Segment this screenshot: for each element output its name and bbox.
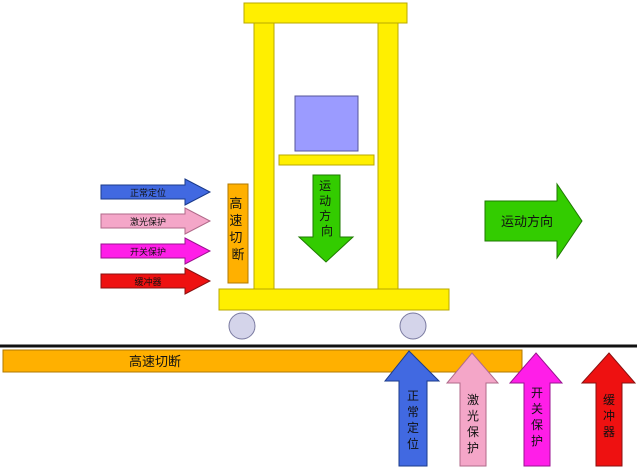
direction-indicator: 运动方向 — [484, 182, 583, 260]
sensor-label-buffer: 缓冲器 — [603, 393, 615, 439]
sensor-laser-protection: 激光保护 — [445, 352, 500, 467]
wheel-right — [399, 312, 427, 340]
cutoff-bar-horizontal — [2, 349, 523, 373]
legend-label-switch-protection: 开关保护 — [130, 246, 166, 258]
cutoff-bar-vertical — [227, 183, 249, 284]
legend-label-laser-protection: 激光保护 — [130, 216, 166, 228]
legend-arrow-laser-protection — [100, 207, 212, 235]
sensor-arrows: 正常定位 激光保护 开关保护 缓冲器 — [383, 350, 637, 467]
legend-item-switch-protection: 开关保护 — [100, 237, 212, 265]
frame-base — [218, 288, 450, 311]
inner-direction-label: 运 动 方 向 — [319, 179, 335, 238]
sensor-normal-positioning: 正常定位 — [383, 350, 441, 467]
direction-arrow — [484, 182, 583, 260]
legend-label-buffer: 缓冲器 — [134, 276, 161, 288]
sensor-switch-protection: 开关保护 — [508, 352, 564, 467]
legend-arrow-switch-protection — [100, 237, 212, 265]
legend-item-normal-positioning: 正常定位 — [100, 178, 212, 206]
legend-item-buffer: 缓冲器 — [100, 267, 212, 295]
sensor-arrow-normal-positioning — [383, 350, 441, 467]
legend: 正常定位 激光保护 开关保护 缓冲器 — [100, 178, 212, 295]
sensor-label-laser-protection: 激光保护 — [467, 393, 479, 455]
cargo-box — [294, 95, 359, 152]
legend-item-laser-protection: 激光保护 — [100, 207, 212, 235]
frame-right-post — [377, 22, 399, 292]
cutoff-label-horizontal: 高速切断 — [129, 354, 181, 370]
sensor-arrow-laser-protection — [445, 352, 500, 467]
sensor-arrow-switch-protection — [508, 352, 564, 467]
legend-label-normal-positioning: 正常定位 — [130, 187, 166, 199]
legend-arrow-normal-positioning — [100, 178, 212, 206]
inner-direction-arrow — [297, 174, 355, 263]
legend-arrow-buffer — [100, 267, 212, 295]
wheel-left — [228, 312, 256, 340]
frame-top-beam — [243, 2, 408, 24]
frame-shelf — [278, 154, 375, 166]
direction-label: 运动方向 — [501, 214, 553, 230]
cutoff-label-vertical: 高 速 切 断 — [229, 196, 246, 263]
sensor-label-switch-protection: 开关保护 — [531, 386, 543, 448]
sensor-buffer: 缓冲器 — [580, 352, 637, 467]
sensor-arrow-buffer — [580, 352, 637, 467]
frame-left-post — [253, 22, 275, 292]
sensor-label-normal-positioning: 正常定位 — [407, 389, 419, 451]
machine: 高 速 切 断 运 动 方 向 — [218, 2, 450, 340]
